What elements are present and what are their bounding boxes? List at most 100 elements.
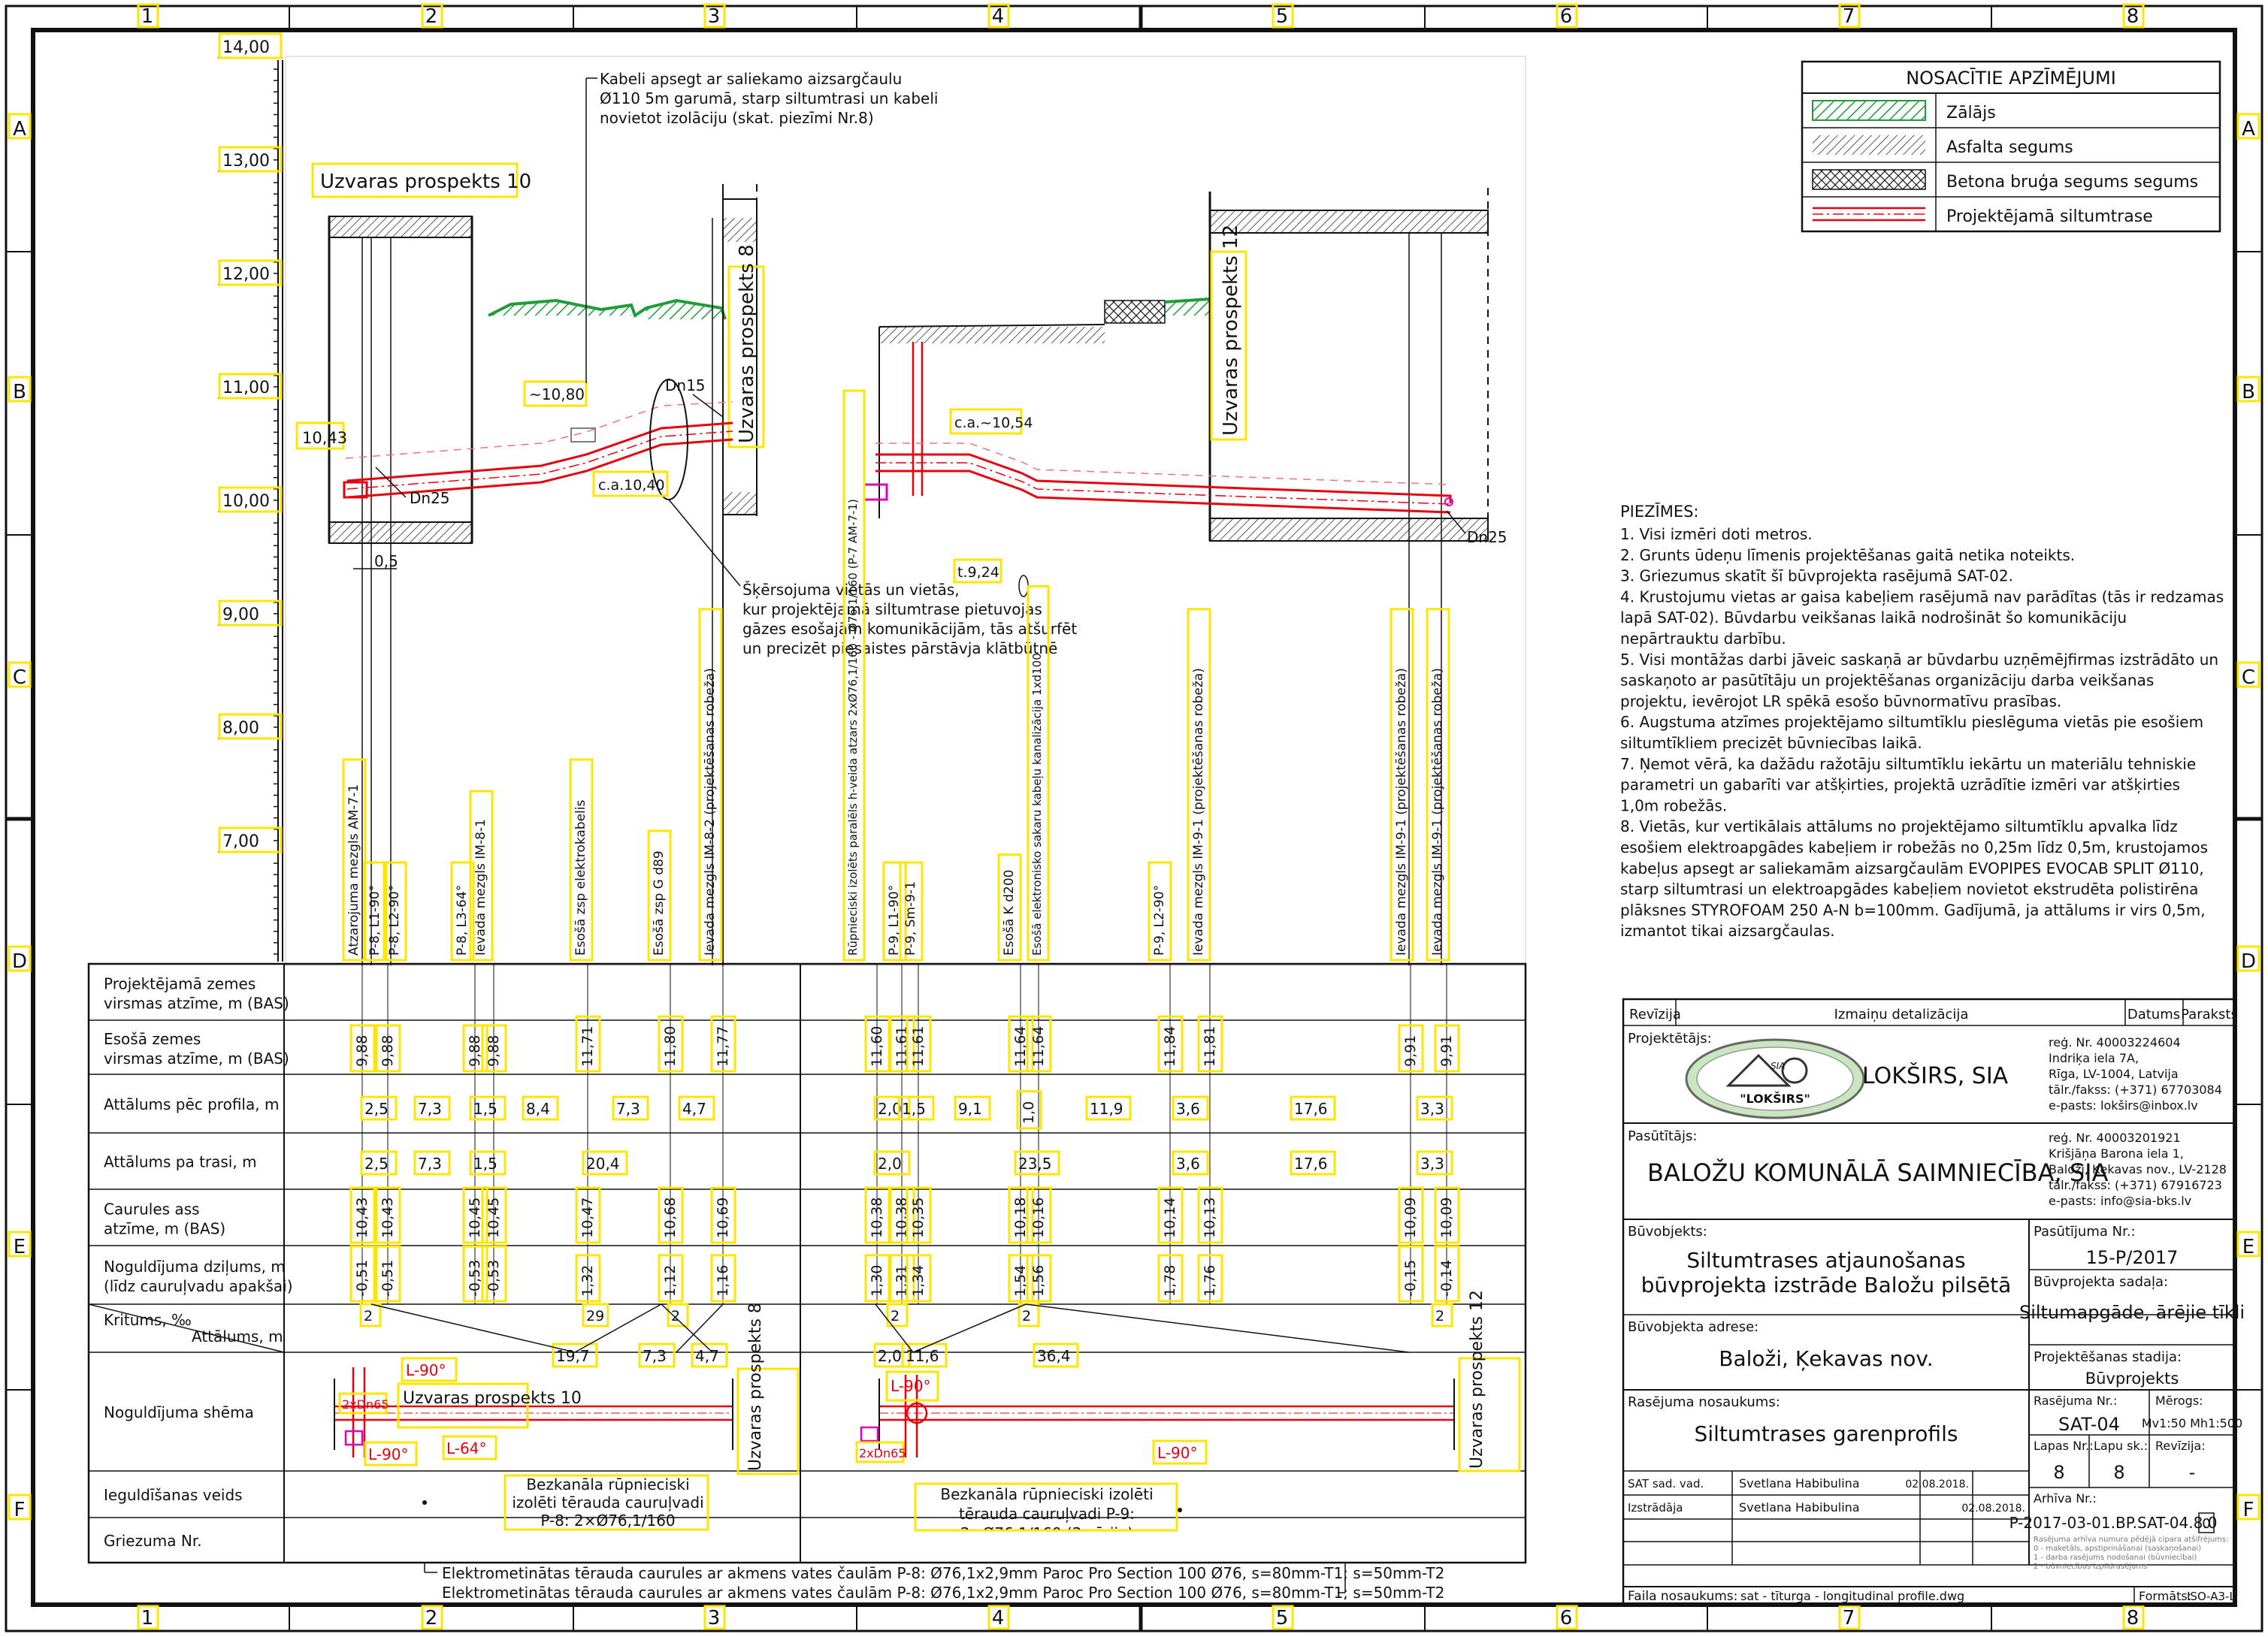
svg-text:reģ. Nr. 40003224604: reģ. Nr. 40003224604 — [2049, 1035, 2181, 1050]
frame-col-5: 5 — [1276, 5, 1289, 28]
station-label: Esošā K d200 — [1002, 870, 1017, 956]
frame-row-C: C — [2242, 666, 2255, 689]
pipe-spec-notes: Elektrometinātas tērauda caurules ar akm… — [424, 1563, 1444, 1602]
table-cell: -0,14 — [1438, 1260, 1455, 1297]
svg-text:Lapas Nr.:: Lapas Nr.: — [2034, 1439, 2094, 1453]
svg-text:Projektēšanas stadija:: Projektēšanas stadija: — [2034, 1349, 2182, 1365]
title-block: Revīzija Izmaiņu detalizācija Datums Par… — [1622, 998, 2245, 1606]
svg-text:Lapu sk.:: Lapu sk.: — [2094, 1439, 2148, 1453]
table-cell: 10,69 — [715, 1198, 731, 1238]
table-cell: 1,32 — [579, 1265, 596, 1297]
svg-text:Uzvaras prospekts 10: Uzvaras prospekts 10 — [403, 1389, 582, 1408]
pipe-section-p9 — [863, 342, 1453, 597]
table-cell: 9,88 — [485, 1035, 502, 1067]
svg-text:Krišjāņa Barona iela 1,: Krišjāņa Barona iela 1, — [2049, 1146, 2184, 1161]
table-cell: 17,6 — [1294, 1155, 1328, 1173]
table-cell: 29 — [586, 1308, 604, 1324]
svg-text:un precizēt piesaistes pārstāv: un precizēt piesaistes pārstāvja klātbūt… — [742, 639, 1057, 657]
svg-text:Rasējuma Nr.:: Rasējuma Nr.: — [2034, 1394, 2117, 1408]
elevation-label: 8,00 — [222, 719, 259, 738]
table-cell: 10,45 — [485, 1198, 502, 1238]
svg-text:Attālums pēc profila, m: Attālums pēc profila, m — [104, 1095, 279, 1113]
frame-col-6: 6 — [1560, 1607, 1573, 1629]
station-label: Esošā zsp elektrokabelis — [573, 800, 588, 956]
svg-text:8: 8 — [2113, 1462, 2124, 1483]
table-cell: 11,64 — [1012, 1026, 1029, 1067]
table-cell: 4,7 — [682, 1100, 706, 1118]
grass-swatch — [1812, 100, 1926, 121]
svg-text:02.08.2018.: 02.08.2018. — [1905, 1478, 1969, 1491]
street-label-box — [727, 265, 765, 449]
station-label: P-9, Sm-9-1 — [903, 881, 918, 956]
svg-text:sat - tīturga - longitudinal p: sat - tīturga - longitudinal profile.dwg — [1740, 1589, 1964, 1603]
table-cell: 9,88 — [380, 1035, 396, 1067]
table-cell: 11,64 — [1030, 1026, 1047, 1067]
svg-text:Baloži, Ķekavas nov., LV-2128: Baloži, Ķekavas nov., LV-2128 — [2049, 1162, 2227, 1176]
svg-text:Revīzija: Revīzija — [1629, 1007, 1681, 1022]
table-cell: 10,45 — [467, 1198, 483, 1238]
svg-text:c.a.~10,54: c.a.~10,54 — [954, 415, 1033, 431]
svg-text:L-90°: L-90° — [891, 1377, 930, 1395]
frame-col-8: 8 — [2127, 5, 2139, 28]
svg-text:Izstrādāja: Izstrādāja — [1628, 1501, 1683, 1515]
table-cell: 7,3 — [616, 1100, 640, 1118]
frame-col-3: 3 — [708, 1607, 721, 1629]
svg-text:Siltumtrases garenprofils: Siltumtrases garenprofils — [1695, 1421, 1958, 1446]
frame-col-1: 1 — [141, 5, 154, 28]
frame-col-3: 3 — [708, 5, 721, 28]
table-cell: 23,5 — [1018, 1155, 1052, 1173]
svg-text:"LOKŠIRS": "LOKŠIRS" — [1740, 1092, 1810, 1106]
table-cell: 1,5 — [473, 1100, 497, 1118]
svg-text:Šķērsojuma vietās un vietās,: Šķērsojuma vietās un vietās, — [742, 581, 960, 599]
table-cell: 1,78 — [1162, 1265, 1178, 1297]
svg-text:Izmaiņu detalizācija: Izmaiņu detalizācija — [1834, 1007, 1969, 1022]
frame-row-B: B — [13, 381, 26, 403]
table-cell: 17,6 — [1294, 1100, 1328, 1118]
svg-text:virsmas atzīme, m (BAS): virsmas atzīme, m (BAS) — [104, 1050, 289, 1068]
table-cell: 2,0 — [878, 1155, 902, 1173]
table-cell: 10,43 — [354, 1198, 370, 1238]
svg-text:Mērogs:: Mērogs: — [2155, 1394, 2203, 1408]
building-uzvaras-8 — [712, 184, 758, 965]
table-cell: 11,9 — [1090, 1100, 1123, 1118]
table-cell: 9,91 — [1438, 1035, 1455, 1067]
svg-text:Zālājs: Zālājs — [1946, 104, 1996, 122]
svg-text:Dn25: Dn25 — [1467, 528, 1507, 546]
table-cell: 10,09 — [1438, 1198, 1455, 1238]
note-line: saskaņoto ar pasūtītāju un projektēšanas… — [1620, 672, 2154, 690]
svg-text:Kabeli apsegt ar saliekamo aiz: Kabeli apsegt ar saliekamo aizsargčaulu — [600, 70, 902, 88]
pipe-section-p8 — [343, 379, 733, 500]
table-cell: 3,3 — [1420, 1155, 1444, 1173]
note-line: lapā SAT-02). Būvdarbu veikšanas laikā n… — [1620, 609, 2127, 627]
svg-text:gāzes esošajām komunikācijām,: gāzes esošajām komunikācijām, tās atšurf… — [742, 620, 1077, 638]
svg-text:Projektētājs:: Projektētājs: — [1628, 1031, 1712, 1047]
svg-text:1 - darba rasējums nodošanai (: 1 - darba rasējums nodošanai (būvniecība… — [2034, 1553, 2197, 1562]
svg-text:Caurules ass: Caurules ass — [104, 1201, 200, 1219]
table-cell: 2 — [1022, 1308, 1031, 1324]
frame-col-8: 8 — [2127, 1607, 2139, 1629]
station-label: Ievada mezgls IM-8-2 (projektēšanas robe… — [703, 668, 718, 956]
street-label-box — [1210, 250, 1247, 441]
svg-text:virsmas atzīme, m (BAS): virsmas atzīme, m (BAS) — [104, 995, 289, 1013]
street-label-mid: Uzvaras prospekts 8 — [736, 244, 758, 443]
table-cell: 7,3 — [643, 1347, 667, 1365]
svg-text:Dn15: Dn15 — [665, 376, 706, 394]
table-cell: 7,3 — [418, 1100, 442, 1118]
svg-text:Elektrometinātas tērauda cauru: Elektrometinātas tērauda caurules ar akm… — [442, 1584, 1444, 1602]
svg-text:Elektrometinātas tērauda cauru: Elektrometinātas tērauda caurules ar akm… — [442, 1564, 1444, 1582]
dimension-labels-left: 10,43 Dn25 0,5 ~10,80 Dn15 c.a.10,40 — [295, 376, 724, 570]
installation-method: Bezkanāla rūpnieciski izolēti tērauda ca… — [422, 1474, 1182, 1532]
svg-text:Noguldījuma dziļums, m: Noguldījuma dziļums, m — [104, 1258, 286, 1276]
svg-text:Būvobjekta adrese:: Būvobjekta adrese: — [1628, 1319, 1758, 1335]
svg-text:BALOŽU KOMUNĀLĀ SAIMNIECĪBA, S: BALOŽU KOMUNĀLĀ SAIMNIECĪBA, SIA — [1647, 1158, 2109, 1187]
table-cell: 10,43 — [380, 1198, 396, 1238]
svg-text:0 - maketāls, apstiprināšanai: 0 - maketāls, apstiprināšanai (saskaņoša… — [2034, 1544, 2201, 1553]
svg-text:(līdz cauruļvadu apakšai): (līdz cauruļvadu apakšai) — [104, 1277, 293, 1295]
table-cell: 2 — [364, 1308, 373, 1324]
table-cell: 10,14 — [1162, 1198, 1178, 1238]
svg-text:Attālums, m: Attālums, m — [192, 1327, 283, 1346]
svg-text:kur projektējamā siltumtrase p: kur projektējamā siltumtrase pietuvojas — [742, 600, 1042, 618]
